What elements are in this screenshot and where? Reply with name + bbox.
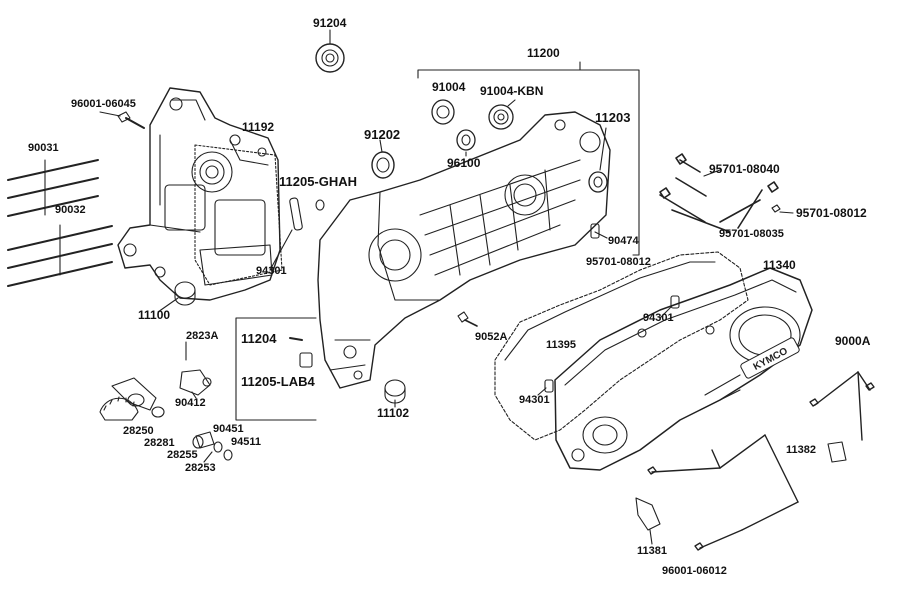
kick-spring-28281	[151, 406, 165, 418]
part-label-9052a: 9052A	[475, 331, 508, 343]
part-label-28253: 28253	[185, 462, 216, 474]
pin-94301-a	[289, 197, 303, 231]
dowel-11100	[174, 281, 196, 306]
part-label-95701-08012-b: 95701-08012	[586, 256, 651, 268]
part-label-11205-ghah: 11205-GHAH	[279, 174, 358, 189]
part-label-91004: 91004	[432, 80, 466, 94]
part-label-94301-c: 94301	[519, 394, 550, 406]
bolt-96001-06045	[117, 111, 145, 129]
gasket-11395	[494, 251, 749, 441]
seal-11203	[588, 171, 608, 193]
part-label-95701-08035: 95701-08035	[719, 228, 784, 240]
seal-91202	[371, 151, 395, 179]
bracket-11381	[635, 497, 661, 545]
bracket-11200	[417, 69, 640, 256]
pin-94301-b	[670, 295, 680, 309]
part-label-11381: 11381	[637, 545, 667, 557]
part-label-11102: 11102	[377, 406, 410, 420]
part-label-96100: 96100	[447, 156, 481, 170]
part-label-2823a: 2823A	[186, 330, 219, 342]
bracket-11205	[235, 317, 317, 421]
part-label-91204: 91204	[313, 16, 347, 30]
part-label-11395: 11395	[546, 339, 576, 351]
part-label-28250: 28250	[123, 425, 154, 437]
part-label-11205-lab4: 11205-LAB4	[241, 374, 315, 389]
part-label-28255: 28255	[167, 449, 198, 461]
part-label-11204: 11204	[241, 331, 277, 346]
bearing-91004-kbn	[488, 104, 514, 130]
brand-badge: KYMCO	[740, 337, 800, 379]
part-label-11192: 11192	[242, 120, 275, 134]
part-label-11340: 11340	[763, 258, 796, 272]
bearing-96100	[456, 129, 476, 151]
pin-11204	[289, 337, 303, 341]
kickstart-bracket-2823a	[179, 341, 212, 396]
clip-94511	[223, 449, 233, 461]
part-label-90412: 90412	[175, 397, 206, 409]
bolt-9052a	[457, 311, 478, 327]
part-label-11200: 11200	[527, 46, 560, 60]
bolts-9000a-group	[809, 371, 875, 441]
washer-90451	[213, 441, 223, 453]
part-label-91004-kbn: 91004-KBN	[480, 84, 544, 98]
bolts-95701-group	[659, 153, 779, 233]
part-label-94511: 94511	[231, 436, 261, 448]
bolts-96001-06012-group	[647, 434, 799, 551]
part-label-11100: 11100	[138, 308, 171, 322]
studs-90031	[7, 159, 99, 217]
part-label-95701-08012-a: 95701-08012	[796, 206, 867, 220]
kick-gear-28250	[99, 377, 157, 421]
clip-11382	[827, 441, 847, 463]
bearing-91204	[315, 43, 345, 73]
part-label-9000a: 9000A	[835, 334, 871, 348]
part-label-90032: 90032	[55, 204, 86, 216]
part-label-90451: 90451	[213, 423, 244, 435]
part-label-91202: 91202	[364, 127, 401, 142]
part-label-96001-06012: 96001-06012	[662, 565, 727, 577]
dowel-11205-lab4	[299, 352, 313, 368]
bearing-91004	[431, 99, 455, 125]
right-crankcase	[317, 111, 611, 389]
part-label-90031: 90031	[28, 142, 59, 154]
studs-90032	[7, 224, 113, 287]
part-label-11203: 11203	[595, 110, 631, 125]
bushing-28255	[192, 431, 215, 449]
part-label-90474: 90474	[608, 235, 639, 247]
pin-94301-c	[544, 379, 554, 393]
part-label-94301-a: 94301	[256, 265, 287, 277]
part-label-95701-08040: 95701-08040	[709, 162, 780, 176]
part-label-11382: 11382	[786, 444, 816, 456]
plug-90474	[590, 223, 608, 239]
left-cover	[554, 267, 813, 471]
left-crankcase	[117, 87, 281, 301]
part-label-96001-06045: 96001-06045	[71, 98, 136, 110]
part-label-28281: 28281	[144, 437, 175, 449]
part-label-94301-b: 94301	[643, 312, 674, 324]
